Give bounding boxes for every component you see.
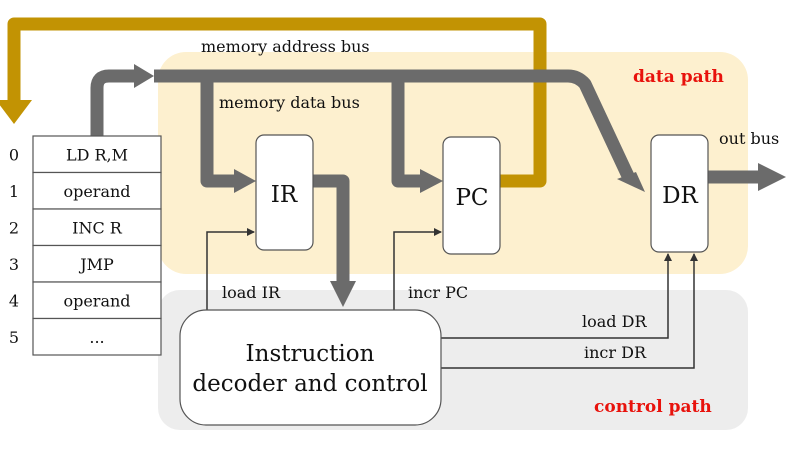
memory-data-bus-label: memory data bus bbox=[219, 93, 360, 112]
out-bus-arrowhead bbox=[758, 163, 786, 191]
ir-to-decoder-bus bbox=[313, 174, 350, 282]
memory-cell-content: ... bbox=[89, 328, 104, 347]
memory-address-label: 0 bbox=[9, 145, 19, 164]
ir-to-decoder-arrowhead bbox=[330, 281, 356, 307]
memory-address-bus-label: memory address bus bbox=[201, 37, 370, 56]
memory-address-label: 1 bbox=[9, 182, 19, 201]
ir-register-label: IR bbox=[271, 182, 298, 208]
incr-dr-label: incr DR bbox=[584, 343, 647, 362]
ir-register bbox=[255, 134, 314, 251]
memory-address-label: 5 bbox=[9, 328, 19, 347]
memory-cell bbox=[32, 281, 162, 320]
incr-pc-line bbox=[393, 228, 442, 310]
bus-branch-to-dr-arrowhead bbox=[617, 172, 645, 192]
incr-pc-label: incr PC bbox=[408, 283, 468, 302]
memory-cell bbox=[32, 171, 162, 210]
pc-register bbox=[442, 136, 501, 255]
memory-address-bus bbox=[7, 17, 547, 188]
memory-cell-content: operand bbox=[63, 182, 130, 201]
data-path-label: data path bbox=[633, 67, 724, 87]
memory-address-label: 3 bbox=[9, 255, 19, 274]
decoder-label-line1: Instruction bbox=[246, 341, 375, 367]
decoder-label-line2: decoder and control bbox=[192, 371, 427, 397]
out-bus-label: out bus bbox=[719, 129, 779, 148]
memory-address-label: 4 bbox=[9, 291, 19, 310]
pc-register-label: PC bbox=[455, 185, 488, 211]
memory-cell-content: JMP bbox=[78, 255, 114, 274]
memory-address-bus-arrowhead bbox=[0, 100, 32, 124]
memory-cell-content: LD R,M bbox=[66, 145, 128, 164]
incr-dr-line bbox=[441, 253, 698, 369]
instruction-decoder-box bbox=[179, 309, 442, 426]
memory-cell-content: INC R bbox=[72, 218, 123, 237]
memory-address-label: 2 bbox=[9, 218, 19, 237]
load-ir-line bbox=[206, 228, 255, 310]
load-dr-label: load DR bbox=[582, 312, 647, 331]
control-path-label: control path bbox=[594, 397, 712, 417]
memory-cell bbox=[32, 208, 162, 247]
bus-branch-to-pc-arrowhead bbox=[420, 169, 443, 193]
memory-data-bus-arrowhead bbox=[134, 64, 154, 88]
memory-cell bbox=[32, 317, 162, 356]
dr-register-label: DR bbox=[662, 183, 698, 209]
load-dr-line bbox=[441, 253, 672, 339]
memory-data-bus-main bbox=[90, 69, 134, 136]
dr-register bbox=[650, 134, 709, 253]
bus-branch-to-ir-arrowhead bbox=[234, 169, 256, 193]
memory-cell-content: operand bbox=[63, 291, 130, 310]
bus-branch-to-ir bbox=[200, 76, 236, 188]
bus-branch-to-dr bbox=[567, 69, 634, 179]
memory-cell bbox=[32, 244, 162, 283]
bus-branch-to-pc bbox=[391, 76, 422, 188]
load-ir-label: load IR bbox=[222, 283, 281, 302]
